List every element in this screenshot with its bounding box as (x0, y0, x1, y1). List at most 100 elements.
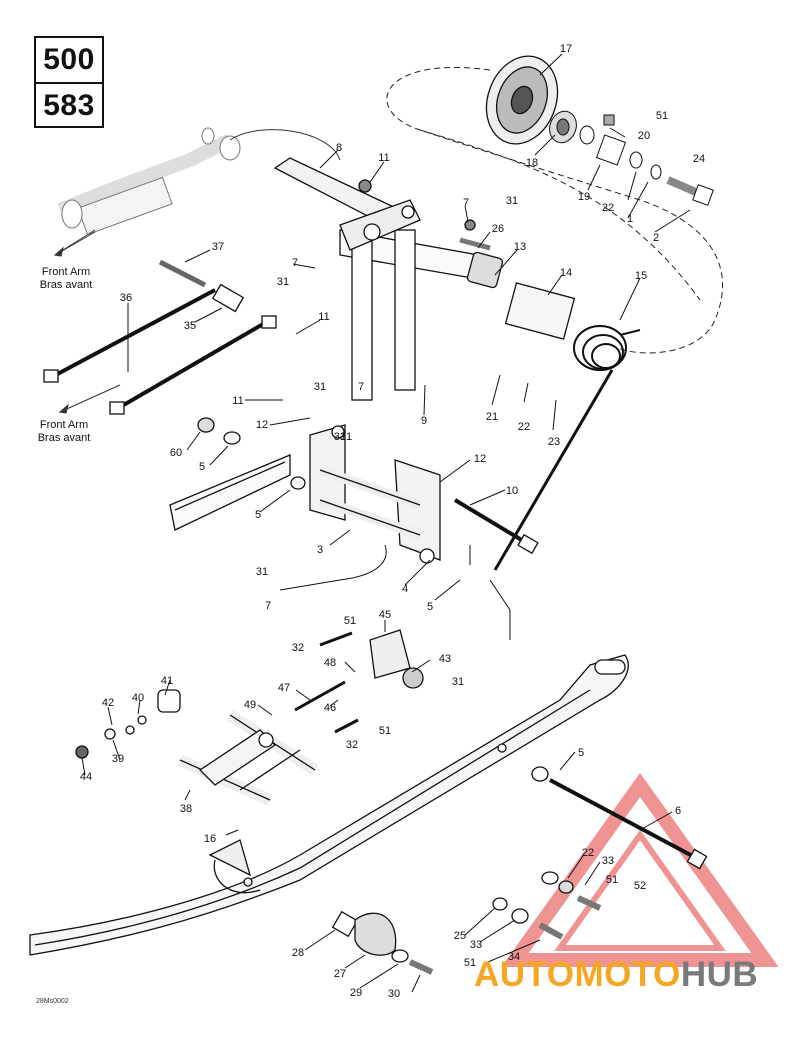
model-number-583: 583 (36, 82, 102, 128)
callout: 3 (317, 544, 323, 556)
callout-numbers: 17 51 20 24 18 19 22 1 2 8 11 7 31 26 13… (80, 43, 705, 1000)
callout: 51 (606, 874, 618, 886)
callout: 32 (292, 642, 304, 654)
callout: 13 (514, 241, 526, 253)
front-arm-arrows (53, 231, 121, 414)
callout: 51 (656, 110, 668, 122)
callout: 5 (199, 461, 205, 473)
note-front-arm: Front Arm (40, 419, 88, 431)
callout: 22 (602, 202, 614, 214)
note-bras-avant: Bras avant (40, 279, 93, 291)
spacer-and-washers (579, 114, 714, 206)
callout: 15 (635, 270, 647, 282)
callout: 22 (518, 421, 530, 433)
callout: 12 (256, 419, 268, 431)
callout: 30 (388, 988, 400, 1000)
callout: 28 (292, 947, 304, 959)
callout: 49 (244, 699, 256, 711)
torsion-spring (493, 325, 641, 571)
watermark-part1: AUTOMOTO (474, 955, 681, 994)
note-bras-avant: Bras avant (38, 432, 91, 444)
model-number-500: 500 (43, 43, 95, 76)
cross-shaft-frame (309, 424, 539, 564)
callout: 4 (402, 583, 408, 595)
callout: 7 (358, 381, 364, 393)
callout: 35 (184, 320, 196, 332)
callout: 43 (439, 653, 451, 665)
callout: 5 (255, 509, 261, 521)
callout: 32 (346, 739, 358, 751)
front-arm-notes: Front Arm Bras avant Front Arm Bras avan… (38, 266, 93, 444)
callout: 38 (180, 803, 192, 815)
callout: 12 (474, 453, 486, 465)
callout: 46 (324, 702, 336, 714)
callout: 31 (340, 431, 352, 443)
callout: 5 (427, 601, 433, 613)
callout: 42 (102, 697, 114, 709)
callout: 8 (336, 142, 342, 154)
callout: 11 (378, 152, 389, 164)
model-number-box: 500 583 (34, 36, 104, 128)
callout: 25 (454, 930, 466, 942)
callout: 18 (526, 157, 538, 169)
callout: 29 (350, 987, 362, 999)
callout: 23 (548, 436, 560, 448)
callout: 22 (582, 847, 594, 859)
callout: 51 (379, 725, 391, 737)
callout: 31 (334, 431, 346, 443)
callout: 7 (292, 257, 298, 269)
callout: 31 (256, 566, 268, 578)
callout: 26 (492, 223, 504, 235)
callout: 40 (132, 692, 144, 704)
callout: 11 (318, 311, 329, 323)
callout: 6 (675, 805, 681, 817)
callout: 17 (560, 43, 572, 55)
callout: 47 (278, 682, 290, 694)
callout: 36 (120, 292, 132, 304)
callout: 60 (170, 447, 182, 459)
watermark-part2: HUB (680, 955, 759, 994)
callout: 7 (463, 197, 469, 209)
callout: 33 (602, 855, 614, 867)
idler-wheel (485, 55, 559, 145)
callout: 45 (379, 609, 391, 621)
callout: 39 (112, 753, 124, 765)
callout: 41 (161, 675, 173, 687)
callout: 5 (578, 747, 584, 759)
callout: 21 (486, 411, 498, 423)
callout: 51 (344, 615, 356, 627)
callout: 27 (334, 968, 346, 980)
callout: 9 (421, 415, 427, 427)
callout: 2 (653, 232, 659, 244)
callout: 51 (464, 957, 476, 969)
callout: 34 (508, 951, 520, 963)
leader-lines (81, 53, 691, 993)
slider-block (169, 417, 306, 531)
callout: 16 (204, 833, 216, 845)
callout: 11 (232, 395, 243, 407)
diagram-code: 28Ms0002 (36, 998, 69, 1005)
callout: 19 (578, 191, 590, 203)
callout: 31 (314, 381, 326, 393)
rear-shaft (331, 766, 708, 975)
callout: 31 (277, 276, 289, 288)
callout: 48 (324, 657, 336, 669)
note-front-arm: Front Arm (42, 266, 90, 278)
callout: 10 (506, 485, 518, 497)
callout: 14 (560, 267, 572, 279)
callout: 44 (80, 771, 92, 783)
callout: 24 (693, 153, 705, 165)
watermark-logo (501, 772, 779, 967)
rear-arm-assembly (75, 629, 424, 806)
link-rods (43, 259, 277, 415)
shock-absorber (54, 127, 341, 256)
slide-rail (29, 654, 629, 956)
track-outline (386, 66, 724, 354)
callout: 31 (452, 676, 464, 688)
callout: 20 (638, 130, 650, 142)
callout: 52 (634, 880, 646, 892)
watermark-text: AUTOMOTOHUB (474, 955, 758, 995)
callout: 7 (265, 600, 271, 612)
